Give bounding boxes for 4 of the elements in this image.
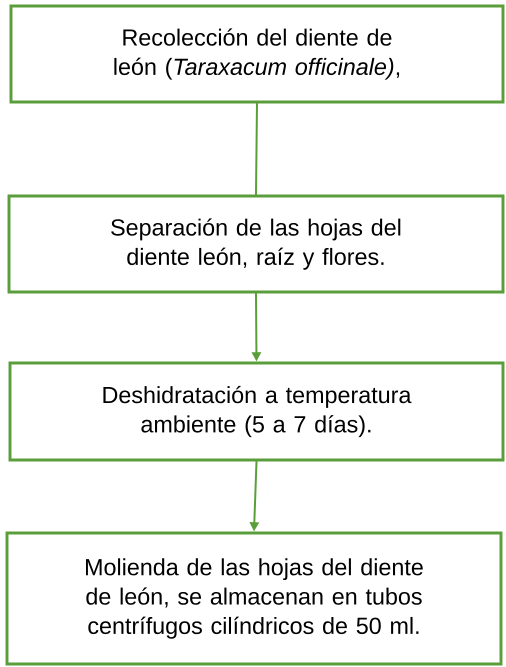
process-box: Molienda de las hojas del diente de león, se almacenan en tubos centrífugos cilíndricos de 50 ml. — [6, 532, 502, 666]
process-box: Separación de las hojas del diente león, raíz y flores. — [8, 194, 504, 294]
process-box: Deshidratación a temperatura ambiente (5 a 7 días). — [8, 362, 504, 462]
process-box: Recolección del diente de león (Taraxacum officinale), — [10, 4, 504, 104]
